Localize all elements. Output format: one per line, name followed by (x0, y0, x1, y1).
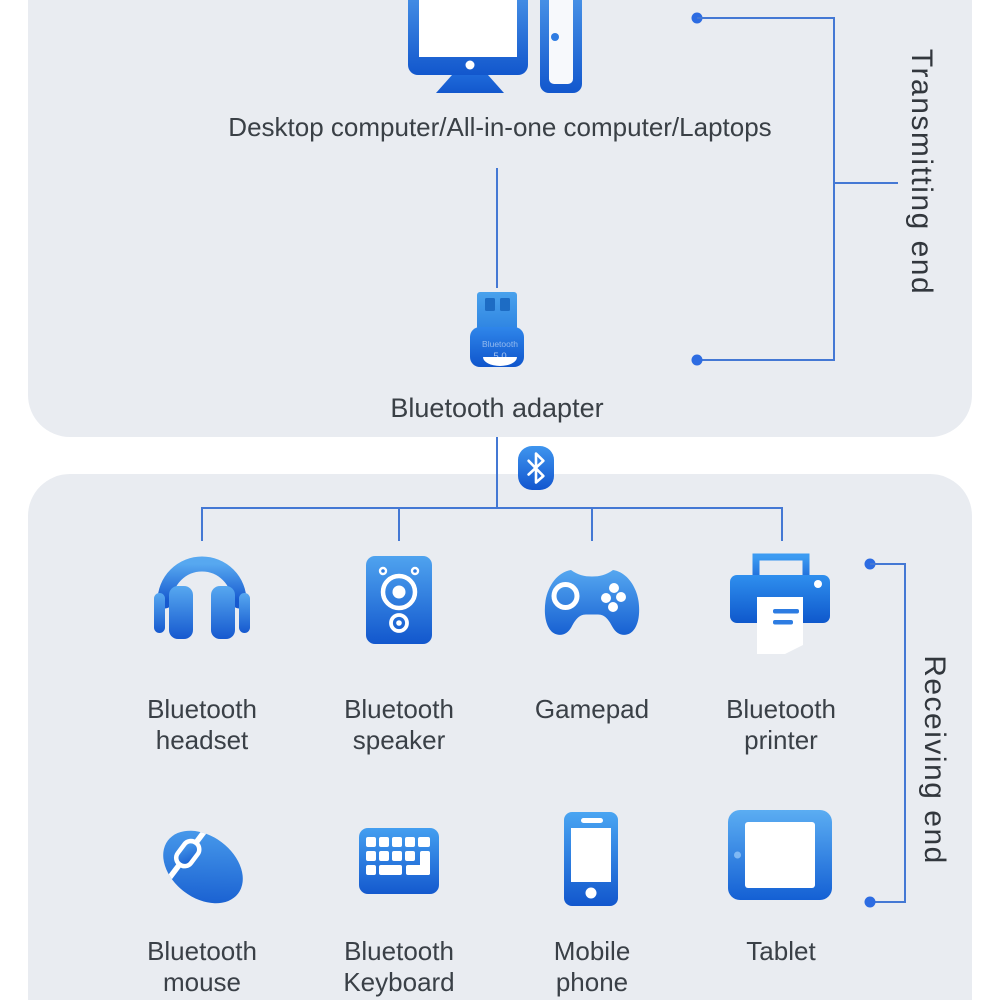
adapter-body-text: Bluetooth (482, 339, 518, 349)
tablet-icon (728, 810, 832, 900)
bracket-line (870, 563, 906, 565)
pc-tower-icon (540, 0, 582, 93)
monitor-camera-dot (465, 60, 475, 70)
connector-dot (864, 896, 876, 908)
device-label: Bluetooth speaker (344, 694, 454, 755)
device-label: Bluetooth mouse (147, 936, 257, 997)
speaker-icon (366, 556, 432, 644)
device-label: Mobile phone (553, 936, 631, 997)
branch-drop-line (781, 507, 783, 541)
gamepad-icon (544, 570, 640, 635)
printer-icon (730, 553, 830, 654)
adapter-version-text: 5.0 (493, 351, 506, 362)
device-label: Bluetooth printer (726, 694, 836, 755)
headset-icon (154, 556, 250, 639)
branch-drop-line (398, 507, 400, 541)
bluetooth-logo-icon (518, 446, 554, 490)
mouse-icon (162, 824, 243, 904)
connector-line (496, 437, 498, 508)
branch-drop-line (591, 507, 593, 541)
device-label: Bluetooth Keyboard (343, 936, 455, 997)
transmitting-end-label: Transmitting end (905, 48, 938, 296)
bracket-line (904, 563, 906, 903)
branch-drop-line (201, 507, 203, 541)
adapter-caption: Bluetooth adapter (390, 393, 604, 423)
device-label: Gamepad (534, 694, 650, 724)
bracket-line (833, 17, 835, 361)
device-label: Tablet (746, 936, 816, 966)
bracket-line (697, 17, 835, 19)
device-label: Bluetooth headset (147, 694, 257, 755)
mobile-phone-icon (564, 812, 618, 906)
keyboard-icon (359, 828, 439, 894)
branch-line (202, 507, 783, 509)
bracket-line (870, 901, 906, 903)
connector-dot (691, 354, 703, 366)
bracket-line (697, 359, 835, 361)
desktop-monitor-icon (408, 0, 582, 93)
usb-bluetooth-adapter-icon: Bluetooth 5.0 (470, 292, 524, 367)
devices-caption: Desktop computer/All-in-one computer/Lap… (228, 112, 772, 142)
bracket-line (834, 182, 898, 184)
connector-line (496, 168, 498, 288)
receiving-end-label: Receiving end (918, 655, 951, 865)
